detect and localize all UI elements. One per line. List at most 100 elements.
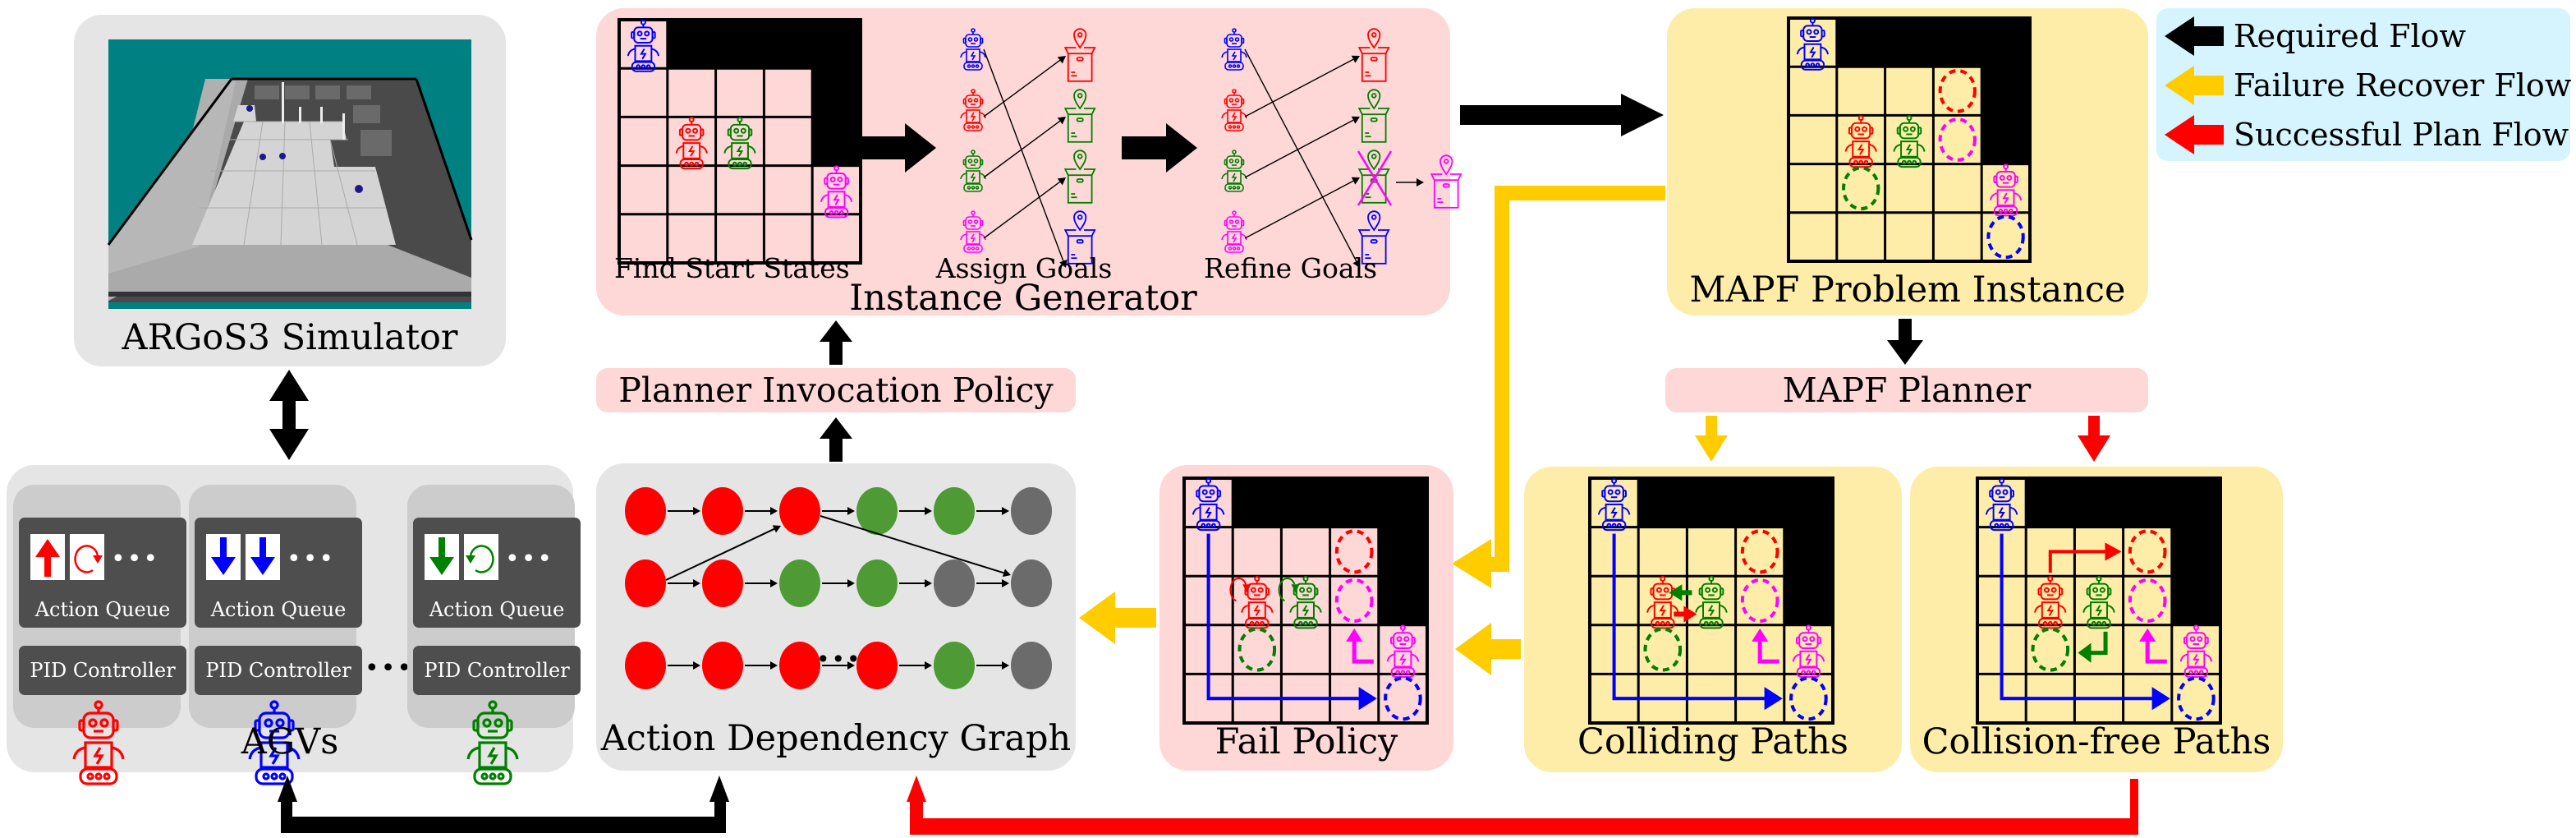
edge-arrowhead	[1351, 116, 1360, 124]
refine-goals-diagram	[1221, 28, 1462, 268]
arrow-pip-to-instance-generator	[820, 320, 852, 365]
argos-simulator-view	[107, 39, 473, 309]
step-label-find-start-states: Find Start States	[614, 252, 850, 284]
robot-icon	[1221, 150, 1247, 192]
edge-arrowhead	[1352, 259, 1361, 268]
step-arrow	[861, 123, 936, 173]
argos-simulator-title: ARGoS3 Simulator	[122, 317, 458, 358]
mapf-planner: MAPF Planner	[1665, 368, 2148, 412]
robot-icon	[960, 89, 986, 131]
edge-arrowhead	[925, 507, 932, 515]
red-collision-arrow	[1674, 605, 1697, 623]
magenta-path	[1346, 628, 1374, 664]
arrow-argos-agvs	[269, 370, 309, 460]
robot-icon	[1990, 163, 2023, 217]
robot-icon	[1695, 575, 1728, 629]
adg-node-red	[856, 642, 898, 689]
goal-package-icon	[1357, 89, 1390, 143]
edge-arrowhead	[1002, 661, 1009, 670]
goal-marker	[1842, 166, 1880, 211]
adg-node-green	[856, 487, 898, 535]
goal-marker	[1237, 627, 1277, 672]
action-queue: ••• Action Queue	[413, 518, 581, 628]
legend: Required Flow Failure Recover Flow Succe…	[2156, 8, 2571, 161]
robot-icon	[1796, 17, 1829, 71]
robot-icon	[1241, 575, 1274, 629]
arrow-down-icon	[425, 534, 459, 580]
arrow-planner-to-colliding	[1695, 416, 1728, 462]
adg-node-gray	[934, 559, 975, 607]
robot-icon	[1893, 115, 1926, 168]
legend-label: Failure Recover Flow	[2234, 67, 2572, 104]
black-arrow-icon	[2165, 16, 2224, 56]
adg-node-red	[625, 559, 666, 607]
more-actions-ellipsis: •••	[505, 545, 554, 573]
robot-icon	[2034, 575, 2067, 629]
robot-icon	[1221, 89, 1247, 131]
robot-icon	[960, 28, 986, 71]
arrow-generator-to-instance	[1460, 94, 1664, 136]
mapf-instance-grid	[1787, 16, 2032, 263]
edge-line	[1244, 48, 1357, 262]
goal-marker	[1938, 117, 1977, 162]
adg-node-green	[934, 642, 975, 689]
assign-goals-diagram	[960, 28, 1096, 268]
edge-arrowhead	[1002, 579, 1009, 587]
goal-package-icon	[1063, 28, 1096, 82]
arrow-adg-to-pip	[820, 417, 852, 462]
goal-marker	[1740, 529, 1779, 574]
adg-node-red	[702, 487, 743, 535]
edge-line	[1244, 119, 1354, 178]
legend-item-failure-recover-flow: Failure Recover Flow	[2165, 62, 2571, 108]
colliding-paths-title: Colliding Paths	[1577, 721, 1848, 762]
arrow-instance-to-fail-policy	[1452, 186, 1665, 588]
step-arrow	[1122, 123, 1197, 173]
adg-node-red	[779, 642, 820, 689]
goal-package-icon	[1063, 150, 1096, 204]
adg-node-red	[779, 487, 820, 535]
edge-arrowhead	[847, 579, 855, 587]
green-wait-arrow	[1278, 577, 1300, 602]
fail-policy-panel: Fail Policy	[1159, 465, 1453, 771]
goal-marker	[1740, 578, 1779, 624]
action-queue-label: Action Queue	[210, 598, 347, 621]
robot-icon	[1985, 477, 2018, 532]
arrow-adg-to-agvs	[278, 776, 729, 833]
edge-arrowhead	[770, 661, 778, 670]
action-queue: ••• Action Queue	[195, 518, 362, 628]
robot-icon	[248, 700, 301, 785]
green-collision-arrow	[1669, 584, 1692, 601]
robot-icon	[1192, 477, 1225, 532]
adg-node-gray	[1011, 559, 1052, 607]
blue-path	[2000, 533, 2170, 711]
robot-icon	[1792, 624, 1825, 678]
colliding-paths-panel: Colliding Paths	[1524, 467, 1902, 772]
edge-line	[1244, 58, 1354, 117]
robot-icon	[820, 165, 853, 219]
edge-arrowhead	[693, 661, 700, 670]
goal-package-icon	[1357, 210, 1390, 265]
goal-marker	[1384, 676, 1422, 721]
goal-marker	[2177, 676, 2216, 721]
edge-arrowhead	[693, 507, 700, 515]
adg-node-red	[625, 642, 666, 689]
robot-icon	[466, 700, 519, 785]
more-actions-ellipsis: •••	[287, 545, 336, 573]
agvs-ellipsis: •••	[365, 654, 414, 683]
red-wait-arrow	[1229, 577, 1251, 602]
edge-arrowhead	[1057, 117, 1066, 125]
adg-node-gray	[1011, 487, 1052, 535]
pid-controller: PID Controller	[413, 646, 581, 695]
goal-package-icon	[1357, 28, 1390, 82]
action-queue-label: Action Queue	[429, 598, 565, 621]
edge-arrowhead	[1057, 177, 1066, 186]
adg-node-gray	[1011, 642, 1052, 689]
start-states-grid	[618, 18, 862, 265]
step-label-refine-goals: Refine Goals	[1204, 252, 1378, 284]
edge-arrowhead	[847, 507, 855, 515]
edge-arrowhead	[693, 579, 700, 587]
edge-arrowhead	[925, 661, 932, 670]
goal-marker	[1643, 627, 1683, 672]
adg-ellipsis: •••	[816, 646, 862, 673]
goal-package-icon	[1063, 89, 1096, 143]
